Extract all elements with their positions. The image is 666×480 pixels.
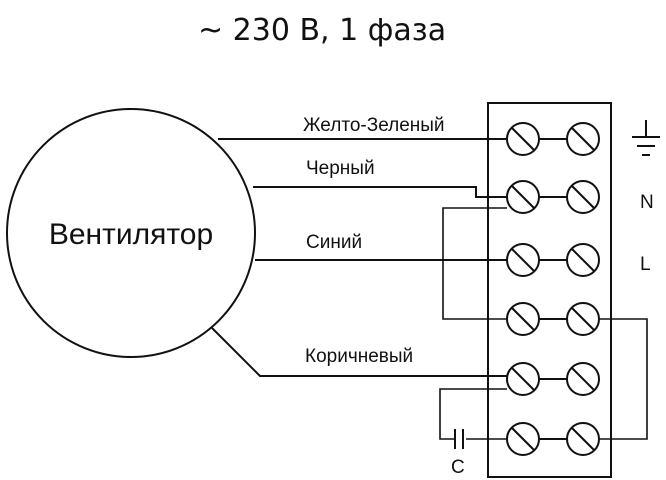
line-label: L — [640, 254, 651, 275]
fan-label: Вентилятор — [49, 218, 213, 251]
terminal-block — [487, 102, 612, 478]
wire-label-black: Черный — [306, 158, 375, 179]
terminal-row-2 — [506, 180, 600, 214]
capacitor-label: C — [451, 457, 465, 478]
terminal-row-1 — [506, 122, 600, 156]
terminal-row-6 — [506, 422, 600, 456]
terminal-row-4 — [506, 302, 600, 336]
neutral-label: N — [640, 192, 654, 213]
wire-label-yellow-green: Желто-Зеленый — [303, 115, 445, 136]
supply-title: ~ 230 В, 1 фаза — [198, 13, 446, 48]
brown-wire — [211, 327, 507, 377]
jumper-n-row4 — [442, 207, 507, 320]
fan-wires — [211, 138, 507, 377]
wire-label-blue: Синий — [306, 232, 362, 253]
terminal-row-5 — [506, 362, 600, 396]
capacitor-lead-1 — [439, 388, 507, 440]
terminal-screws — [506, 122, 600, 456]
wire-label-brown: Коричневый — [305, 346, 413, 367]
jumper-right — [599, 318, 648, 440]
terminal-row-3 — [506, 243, 600, 277]
ground-icon — [632, 120, 660, 156]
black-wire — [253, 186, 507, 198]
fan-motor-circle — [6, 108, 256, 358]
